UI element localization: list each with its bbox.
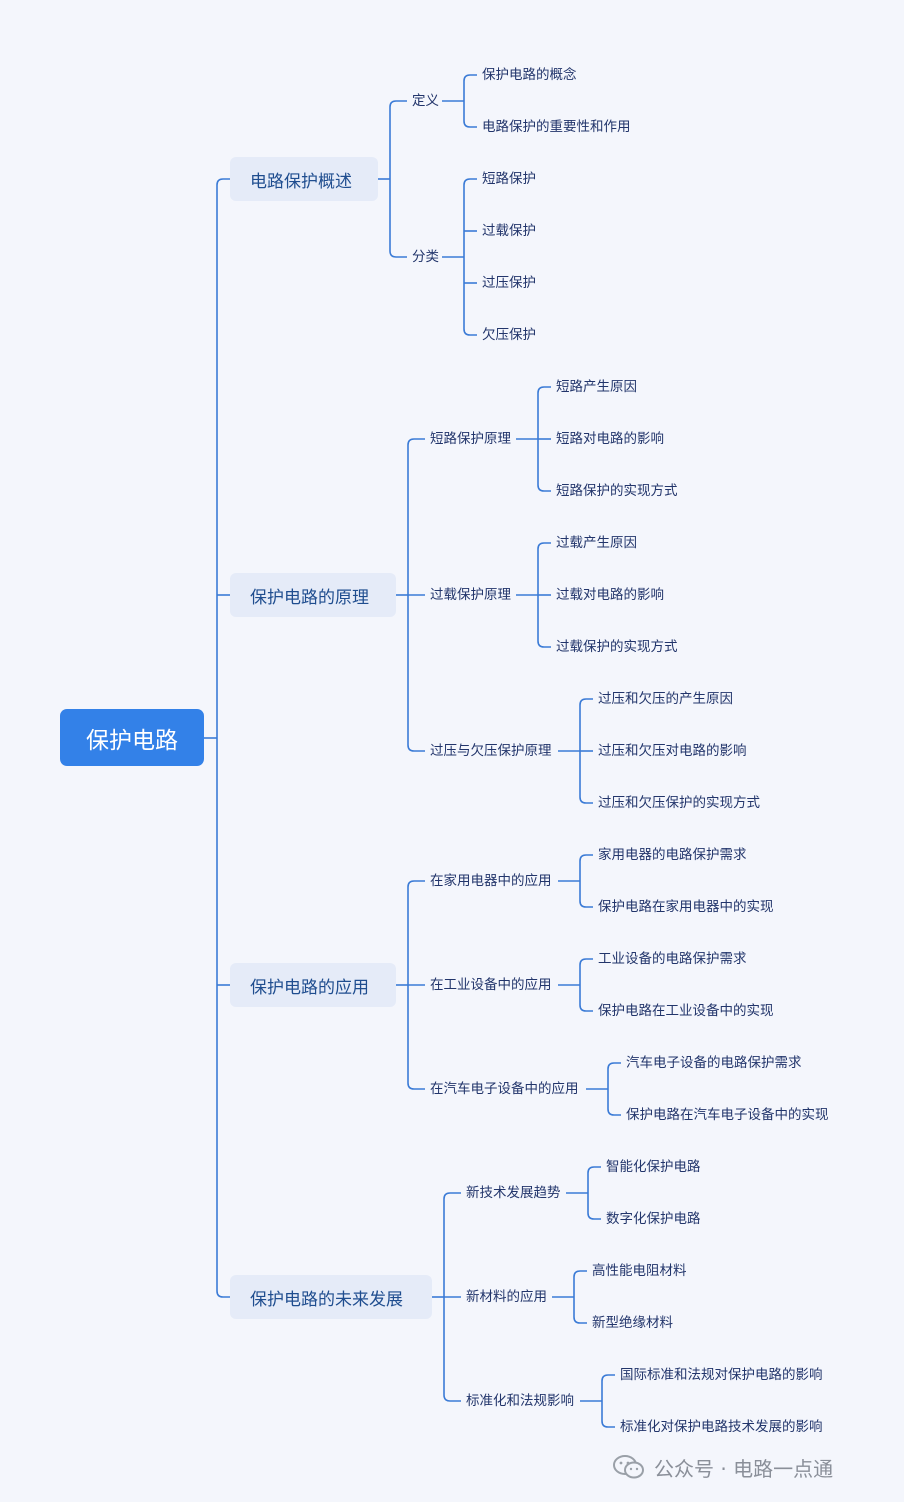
leaf-node-1-0-1[interactable]: 短路对电路的影响 bbox=[556, 431, 664, 447]
sub-connector-2-1-bottom bbox=[579, 985, 593, 1012]
branch-node-2-1[interactable]: 在工业设备中的应用 bbox=[430, 977, 552, 993]
leaf-node-3-2-1[interactable]: 标准化对保护电路技术发展的影响 bbox=[620, 1419, 823, 1435]
leaf-node-1-1-1[interactable]: 过载对电路的影响 bbox=[556, 587, 664, 603]
sub-connector-2-1-top bbox=[579, 958, 593, 985]
sub-connector-3-0-bottom bbox=[587, 1193, 601, 1220]
leaf-node-3-0-0[interactable]: 智能化保护电路 bbox=[606, 1159, 701, 1175]
main-connector-0-top bbox=[389, 100, 407, 179]
leaf-node-0-1-0[interactable]: 短路保护 bbox=[482, 171, 536, 187]
leaf-node-0-0-0[interactable]: 保护电路的概念 bbox=[482, 67, 577, 83]
sub-connector-1-2-top bbox=[579, 698, 593, 751]
sub-connector-1-1-bottom bbox=[537, 595, 551, 648]
sub-connector-2-0-top bbox=[579, 854, 593, 881]
leaf-node-2-0-0[interactable]: 家用电器的电路保护需求 bbox=[598, 847, 747, 863]
leaf-node-2-2-0[interactable]: 汽车电子设备的电路保护需求 bbox=[626, 1055, 802, 1071]
sub-connector-0-1-top bbox=[463, 178, 477, 257]
sub-connector-0-1-bottom bbox=[463, 257, 477, 336]
main-connector-3-top bbox=[443, 1192, 461, 1297]
branch-node-2-0[interactable]: 在家用电器中的应用 bbox=[430, 873, 552, 889]
sub-connector-1-2-bottom bbox=[579, 751, 593, 804]
branch-node-2-2[interactable]: 在汽车电子设备中的应用 bbox=[430, 1081, 579, 1097]
leaf-node-1-0-0[interactable]: 短路产生原因 bbox=[556, 379, 637, 395]
sub-connector-3-1-top bbox=[573, 1270, 587, 1297]
main-connector-1-top bbox=[407, 438, 425, 595]
leaf-node-2-2-1[interactable]: 保护电路在汽车电子设备中的实现 bbox=[626, 1107, 829, 1123]
sub-connector-1-0-top bbox=[537, 386, 551, 439]
leaf-node-3-1-0[interactable]: 高性能电阻材料 bbox=[592, 1263, 687, 1279]
branch-node-0-1[interactable]: 分类 bbox=[412, 249, 439, 265]
sub-connector-2-2-bottom bbox=[607, 1089, 621, 1116]
wechat-icon bbox=[613, 1455, 644, 1479]
root-connector-bottom bbox=[216, 738, 230, 1298]
sub-connector-1-1-top bbox=[537, 542, 551, 595]
main-connector-1-bottom bbox=[407, 595, 425, 752]
leaf-node-0-1-3[interactable]: 欠压保护 bbox=[482, 327, 536, 343]
main-topic-2[interactable]: 保护电路的应用 bbox=[230, 963, 396, 1007]
leaf-node-1-2-2[interactable]: 过压和欠压保护的实现方式 bbox=[598, 795, 760, 811]
sub-connector-2-0-bottom bbox=[579, 881, 593, 908]
main-connector-0-bottom bbox=[389, 179, 407, 258]
leaf-node-1-2-0[interactable]: 过压和欠压的产生原因 bbox=[598, 691, 733, 707]
leaf-node-0-1-2[interactable]: 过压保护 bbox=[482, 275, 536, 291]
leaf-node-3-2-0[interactable]: 国际标准和法规对保护电路的影响 bbox=[620, 1367, 823, 1383]
watermark-text: 公众号 · 电路一点通 bbox=[654, 1456, 834, 1481]
main-topic-1[interactable]: 保护电路的原理 bbox=[230, 573, 396, 617]
branch-node-3-0[interactable]: 新技术发展趋势 bbox=[466, 1185, 561, 1201]
main-topic-3[interactable]: 保护电路的未来发展 bbox=[230, 1275, 432, 1319]
sub-connector-1-0-bottom bbox=[537, 439, 551, 492]
leaf-node-2-1-1[interactable]: 保护电路在工业设备中的实现 bbox=[598, 1003, 774, 1019]
sub-connector-3-0-top bbox=[587, 1166, 601, 1193]
root-connector-top bbox=[216, 178, 230, 738]
leaf-node-1-1-2[interactable]: 过载保护的实现方式 bbox=[556, 639, 678, 655]
sub-connector-2-2-top bbox=[607, 1062, 621, 1089]
branch-node-1-1[interactable]: 过载保护原理 bbox=[430, 587, 511, 603]
leaf-node-1-1-0[interactable]: 过载产生原因 bbox=[556, 535, 637, 551]
main-connector-2-bottom bbox=[407, 985, 425, 1090]
branch-node-3-1[interactable]: 新材料的应用 bbox=[466, 1289, 547, 1305]
main-topic-0[interactable]: 电路保护概述 bbox=[230, 157, 378, 201]
leaf-node-1-0-2[interactable]: 短路保护的实现方式 bbox=[556, 483, 678, 499]
leaf-node-2-0-1[interactable]: 保护电路在家用电器中的实现 bbox=[598, 899, 774, 915]
leaf-node-0-0-1[interactable]: 电路保护的重要性和作用 bbox=[482, 119, 631, 135]
branch-node-0-0[interactable]: 定义 bbox=[412, 93, 439, 109]
root-node[interactable]: 保护电路 bbox=[60, 709, 204, 766]
leaf-node-3-1-1[interactable]: 新型绝缘材料 bbox=[592, 1315, 673, 1331]
leaf-node-2-1-0[interactable]: 工业设备的电路保护需求 bbox=[598, 951, 747, 967]
sub-connector-3-2-top bbox=[601, 1374, 615, 1401]
leaf-node-3-0-1[interactable]: 数字化保护电路 bbox=[606, 1211, 701, 1227]
sub-connector-3-1-bottom bbox=[573, 1297, 587, 1324]
main-connector-3-bottom bbox=[443, 1297, 461, 1402]
leaf-node-1-2-1[interactable]: 过压和欠压对电路的影响 bbox=[598, 743, 747, 759]
sub-connector-3-2-bottom bbox=[601, 1401, 615, 1428]
sub-connector-0-0-top bbox=[463, 74, 477, 101]
sub-connector-0-0-bottom bbox=[463, 101, 477, 128]
main-connector-2-top bbox=[407, 880, 425, 985]
watermark: 公众号 · 电路一点通 bbox=[612, 1452, 833, 1482]
branch-node-1-0[interactable]: 短路保护原理 bbox=[430, 431, 511, 447]
branch-node-3-2[interactable]: 标准化和法规影响 bbox=[466, 1393, 574, 1409]
branch-node-1-2[interactable]: 过压与欠压保护原理 bbox=[430, 743, 552, 759]
leaf-node-0-1-1[interactable]: 过载保护 bbox=[482, 223, 536, 239]
